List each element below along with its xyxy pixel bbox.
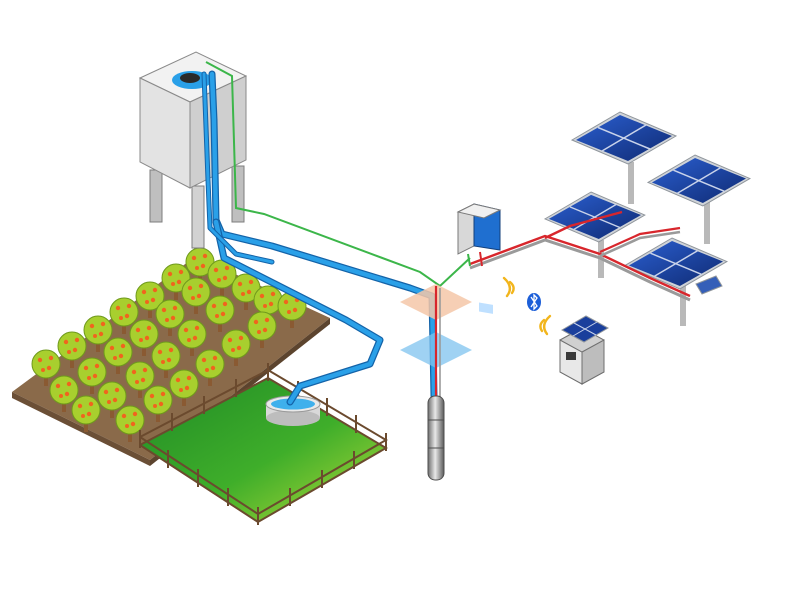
fenced-pasture-icon (140, 378, 386, 522)
round-water-trough-icon (265, 395, 321, 426)
remote-monitor (559, 315, 610, 385)
pump-controller (456, 203, 502, 314)
elevated-water-tank-icon (138, 51, 248, 249)
solar-panel-icon (624, 237, 728, 326)
solar-panel-icon (647, 154, 751, 244)
borehole-pump-icon (427, 395, 445, 481)
wireless-monitor-box-icon (559, 315, 610, 385)
bluetooth-icon (527, 293, 541, 311)
borehole (400, 284, 472, 481)
signal-waves-icon (502, 276, 552, 336)
pasture (139, 363, 388, 525)
bluetooth-link (502, 276, 552, 336)
power-wiring (469, 210, 691, 302)
fence (139, 363, 388, 525)
solar-panel-icon (571, 111, 677, 204)
submersible-pump (427, 395, 445, 481)
wall-mounted-controller-icon (456, 203, 502, 314)
water-tank (138, 51, 248, 249)
solar-array (544, 111, 751, 326)
